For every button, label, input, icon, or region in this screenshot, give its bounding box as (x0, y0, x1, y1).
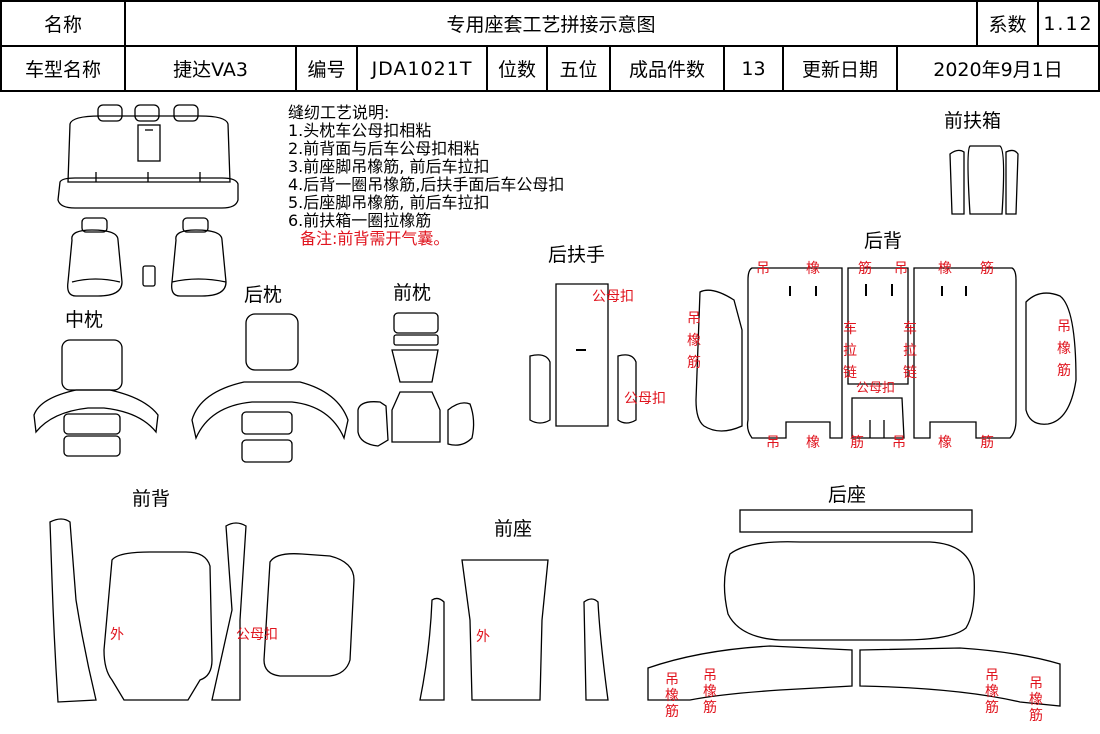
front-back-pieces (49, 518, 355, 703)
front-box-pieces (949, 145, 1019, 215)
annotation-hang-elastic-rs4: 吊 橡 筋 (1028, 676, 1044, 724)
char-elastic: 橡 (703, 684, 717, 700)
notes-item-4: 4.后背一圈吊橡筋,后扶手面后车公母扣 (288, 175, 565, 194)
pieces-value: 13 (741, 57, 766, 80)
annotation-hang-elastic-right: 吊 橡 筋 (1056, 316, 1072, 382)
label-rear-seat: 后座 (828, 484, 867, 506)
notes-item-5: 5.后座脚吊橡筋, 前后车拉扣 (288, 193, 490, 212)
char-elastic: 橡 (1029, 692, 1043, 708)
rear-armrest-pieces (529, 283, 637, 427)
overview-rear-seat (57, 104, 239, 209)
annotation-tendon-rb1: 筋 (858, 261, 872, 277)
date-value: 2020年9月1日 (933, 59, 1063, 81)
label-rear-armrest: 后扶手 (548, 244, 606, 266)
annotation-zipper-left: 车拉链 (842, 318, 858, 384)
notes-item-2: 2.前背面与后车公母扣相粘 (288, 139, 480, 158)
notes-remark: 备注:前背需开气囊。 (300, 229, 450, 248)
annotation-hang-elastic-rs1: 吊 橡 筋 (664, 672, 680, 720)
annotation-hang-rb1: 吊 (756, 261, 770, 277)
annotation-outer-front-seat: 外 (476, 629, 490, 645)
char-hang: 吊 (1057, 319, 1071, 335)
label-front-back: 前背 (132, 488, 171, 510)
char-tendon: 筋 (1029, 708, 1043, 724)
sewing-notes: 缝纫工艺说明: 1.头枕车公母扣相粘 2.前背面与后车公母扣相粘 3.前座脚吊橡… (288, 104, 564, 248)
annotation-snap-front-back: 公母扣 (236, 627, 278, 643)
char-tendon: 筋 (1057, 363, 1071, 379)
notes-item-6: 6.前扶箱一圈拉橡筋 (288, 211, 432, 230)
annotation-snap-armrest-top: 公母扣 (592, 289, 634, 305)
notes-item-1: 1.头枕车公母扣相粘 (288, 121, 432, 140)
notes-item-3: 3.前座脚吊橡筋, 前后车拉扣 (288, 157, 490, 176)
char-elastic: 橡 (687, 333, 701, 349)
char-elastic: 橡 (665, 688, 679, 704)
annotation-hang-rb4: 吊 (892, 435, 906, 451)
seats-value: 五位 (559, 59, 598, 81)
char-hang: 吊 (665, 672, 679, 688)
front-pillow-pieces (357, 312, 475, 447)
model-label: 车型名称 (24, 59, 101, 81)
char-tendon: 筋 (665, 704, 679, 720)
annotation-hang-elastic-rs2: 吊 橡 筋 (702, 668, 718, 716)
date-label: 更新日期 (801, 59, 878, 81)
annotation-elastic-rb1: 橡 (806, 261, 820, 277)
notes-title: 缝纫工艺说明: (288, 103, 390, 122)
annotation-tendon-rb4: 筋 (980, 435, 994, 451)
overview-front-seats (67, 217, 227, 297)
code-value: JDA1021T (371, 57, 473, 80)
coef-value: 1.12 (1043, 12, 1094, 35)
annotation-elastic-rb3: 橡 (806, 435, 820, 451)
annotation-hang-elastic-rs3: 吊 橡 筋 (984, 668, 1000, 716)
annotation-snap-armrest-side: 公母扣 (624, 391, 666, 407)
zipper-text: 车拉链 (843, 321, 857, 381)
annotation-tendon-rb3: 筋 (850, 435, 864, 451)
char-elastic: 橡 (1057, 341, 1071, 357)
annotation-hang-rb3: 吊 (766, 435, 780, 451)
annotation-tendon-rb2: 筋 (980, 261, 994, 277)
char-tendon: 筋 (687, 355, 701, 371)
coef-label: 系数 (988, 14, 1027, 36)
label-center-pillow: 中枕 (65, 309, 104, 331)
rear-back-pieces (695, 267, 1077, 439)
annotation-elastic-rb4: 橡 (938, 435, 952, 451)
char-hang: 吊 (703, 668, 717, 684)
center-pillow-pieces (33, 339, 159, 457)
name-label: 名称 (43, 14, 82, 36)
model-value: 捷达VA3 (173, 59, 248, 81)
annotation-hang-rb2: 吊 (894, 261, 908, 277)
code-label: 编号 (307, 59, 346, 81)
char-hang: 吊 (985, 668, 999, 684)
label-front-box: 前扶箱 (944, 110, 1002, 132)
char-tendon: 筋 (703, 700, 717, 716)
char-hang: 吊 (1029, 676, 1043, 692)
annotation-elastic-rb2: 橡 (938, 261, 952, 277)
annotation-outer-front-back: 外 (110, 627, 124, 643)
front-seat-pieces (419, 559, 609, 701)
label-front-seat: 前座 (494, 518, 533, 540)
pieces-label: 成品件数 (628, 59, 705, 81)
rear-pillow-pieces (191, 313, 349, 463)
label-rear-back: 后背 (864, 230, 903, 252)
annotation-snap-rear-back: 公母扣 (856, 381, 896, 396)
annotation-zipper-right: 车拉链 (902, 318, 918, 384)
zipper-text: 车拉链 (903, 321, 917, 381)
label-rear-pillow: 后枕 (244, 284, 283, 306)
char-elastic: 橡 (985, 684, 999, 700)
label-front-pillow: 前枕 (393, 282, 432, 304)
annotation-hang-elastic-left: 吊 橡 筋 (686, 308, 702, 374)
char-tendon: 筋 (985, 700, 999, 716)
seats-label: 位数 (497, 59, 536, 81)
rear-seat-pieces (647, 509, 1061, 707)
sheet-title: 专用座套工艺拼接示意图 (446, 14, 656, 36)
char-hang: 吊 (687, 311, 701, 327)
